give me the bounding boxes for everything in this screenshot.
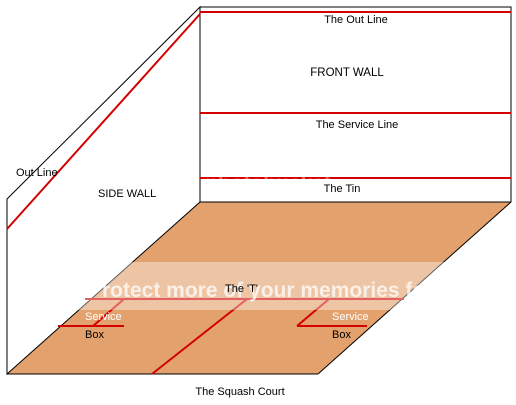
court-floor xyxy=(7,202,511,374)
label-side-wall: SIDE WALL xyxy=(98,188,156,200)
side-wall xyxy=(6,5,201,376)
label-out-line-front: The Out Line xyxy=(324,14,388,26)
service-box-left-side xyxy=(92,298,125,327)
watermark-band xyxy=(55,262,455,310)
label-service-line: The Service Line xyxy=(316,119,399,131)
side-out-line xyxy=(6,13,201,230)
service-box-right-side xyxy=(296,298,330,327)
floor-right-edge xyxy=(317,201,512,375)
label-tin: The Tin xyxy=(324,183,361,195)
label-service-right: Service xyxy=(332,311,369,323)
label-box-right: Box xyxy=(332,329,351,341)
label-out-line-side: Out Line xyxy=(16,167,58,179)
label-caption: The Squash Court xyxy=(195,386,284,398)
label-service-left: Service xyxy=(85,311,122,323)
label-short-line: The 'T' xyxy=(225,283,258,295)
watermark-brand: photobucket xyxy=(205,172,331,195)
label-front-wall: FRONT WALL xyxy=(310,67,384,79)
half-court-line xyxy=(151,298,248,375)
label-box-left: Box xyxy=(85,329,104,341)
watermark-text: Protect more of your memories for xyxy=(88,279,433,302)
